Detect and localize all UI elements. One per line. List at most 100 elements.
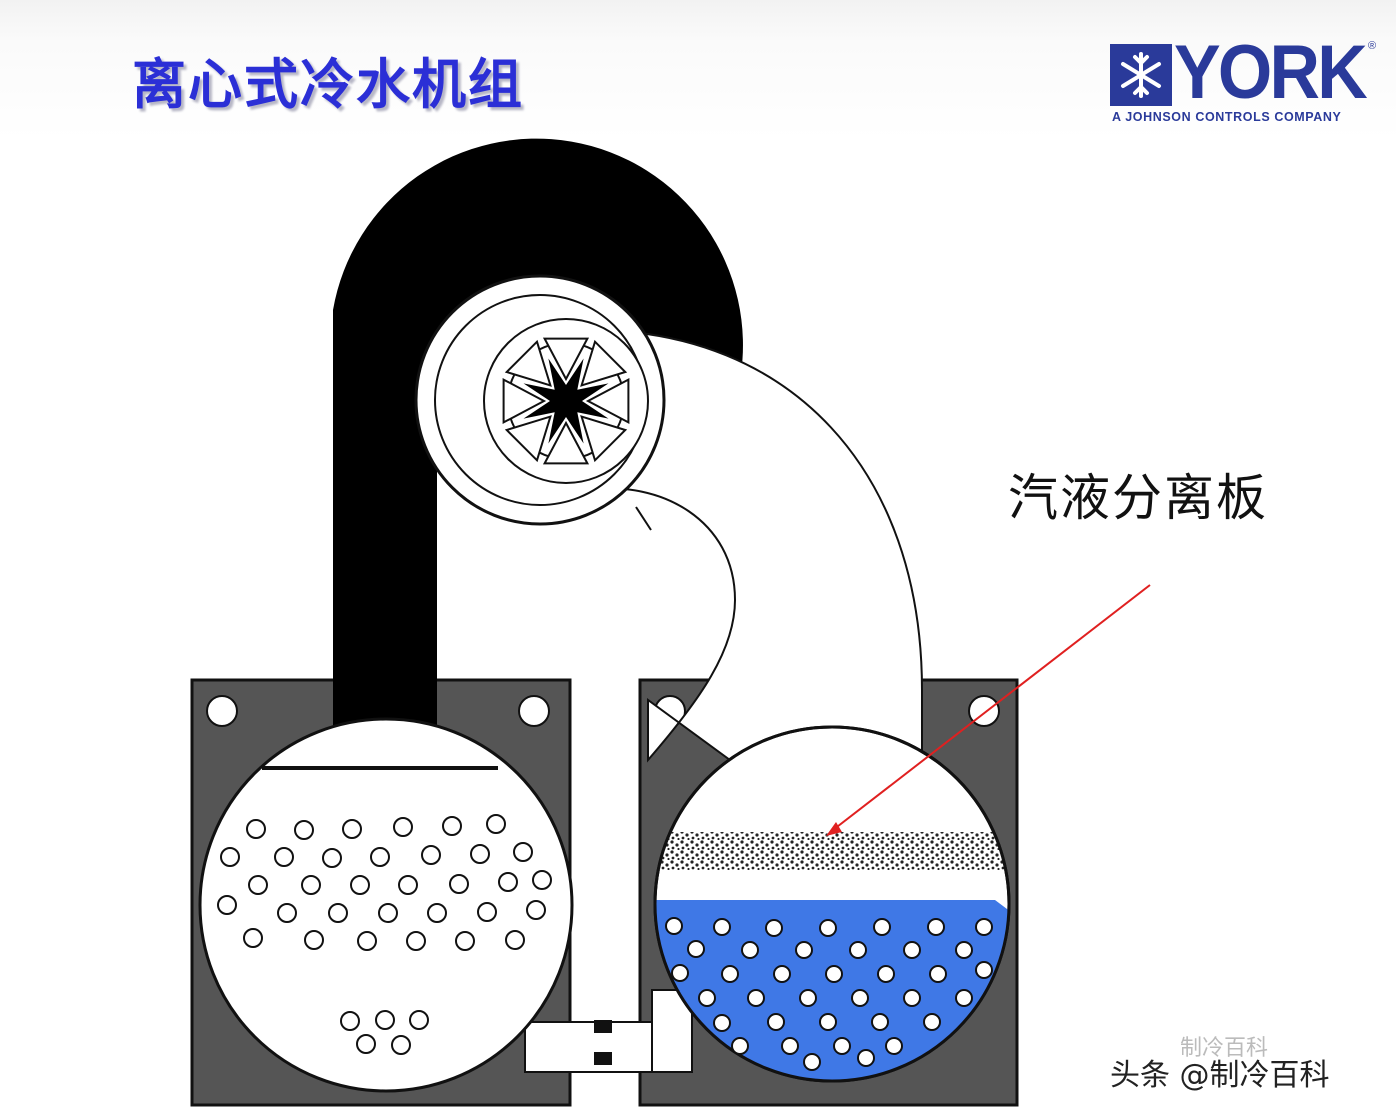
condenser-tubes [217,814,552,951]
condenser-tube [220,847,240,867]
condenser-tube [486,814,506,834]
evaporator-tube [871,1013,889,1031]
evaporator-tube [781,1037,799,1055]
impeller-blades [523,358,609,444]
condenser-tube [505,930,525,950]
evaporator-tube [903,989,921,1007]
condenser-tube [526,900,546,920]
condenser-tube [427,903,447,923]
condenser-tube [498,872,518,892]
impeller-icon [502,337,630,465]
condenser-tube [378,903,398,923]
condenser-tube [274,847,294,867]
evaporator-tube [741,941,759,959]
evaporator-tube [721,965,739,983]
evaporator-tube [747,989,765,1007]
impeller-vane [542,337,590,382]
watermark-faint: 制冷百科 [1180,1036,1269,1061]
condenser-tube [393,817,413,837]
evaporator-tube [923,1013,941,1031]
condenser-tube [243,928,263,948]
evaporator-tube [955,989,973,1007]
snowflake-icon [1110,44,1172,106]
condenser-tube [217,895,237,915]
condenser-tube [246,819,266,839]
condenser-tube [356,1034,376,1054]
annotation-arrowhead [826,822,842,836]
evaporator-tubes [665,917,993,1071]
condenser-tube [340,1011,360,1031]
logo-wordmark: YORK [1174,30,1368,115]
evaporator-tube [849,941,867,959]
condenser-tube [304,930,324,950]
evaporator-tube [975,918,993,936]
separator-label: 汽液分离板 [1008,469,1268,527]
logo-tagline: A JOHNSON CONTROLS COMPANY [1112,110,1342,124]
condenser-tube [477,902,497,922]
evaporator-tube [773,965,791,983]
evaporator-tube [767,1013,785,1031]
slide-title: 离心式冷水机组 [132,53,524,116]
condenser-tube [455,931,475,951]
condenser-tube [513,842,533,862]
evaporator-tube [825,965,843,983]
evaporator-tube [665,917,683,935]
evaporator-tube [877,965,895,983]
evaporator-tube [873,918,891,936]
separator-plate [655,832,1009,870]
condenser-tube [350,875,370,895]
registered-mark: ® [1368,40,1377,52]
evaporator-tube [851,989,869,1007]
impeller-vane [580,415,628,463]
evaporator-tube [765,919,783,937]
condenser-tube [342,819,362,839]
bolt-hole [518,695,550,727]
evaporator-tube [929,965,947,983]
condenser-tube [328,903,348,923]
evaporator-tube [819,1013,837,1031]
condenser-tube [294,820,314,840]
condenser-tube [357,931,377,951]
condenser-tube [301,875,321,895]
evaporator-tube [975,961,993,979]
impeller-vane [502,377,547,425]
condenser-drain-tubes [340,1010,429,1055]
condenser-tube [406,931,426,951]
evaporator-tube [857,1049,875,1067]
condenser-tube [421,845,441,865]
evaporator-tube [903,941,921,959]
condenser-tube [449,874,469,894]
condenser-tube [375,1010,395,1030]
evaporator-tube [795,941,813,959]
bolt-hole [206,695,238,727]
expansion-pipe [524,989,693,1073]
condenser-tube [442,816,462,836]
condenser-tube [277,903,297,923]
evaporator-tube [687,940,705,958]
condenser-tube [409,1010,429,1030]
condenser-tube [322,848,342,868]
impeller-vane [504,415,552,463]
discharge-pipe [333,138,743,761]
evaporator-tube [671,964,689,982]
evaporator-tube [698,989,716,1007]
evaporator-tube [713,918,731,936]
evaporator-tube [833,1037,851,1055]
condenser-tube [398,875,418,895]
condenser-tube [248,875,268,895]
condenser-tube [470,844,490,864]
evaporator-tube [803,1053,821,1071]
watermark: 头条 @制冷百科 [1110,1058,1330,1093]
evaporator-tube [799,989,817,1007]
evaporator-tube [731,1037,749,1055]
evaporator-tube [955,941,973,959]
impeller-vane [542,420,590,465]
york-logo: YORK ® A JOHNSON CONTROLS COMPANY [1110,30,1380,130]
evaporator-tube [885,1037,903,1055]
impeller-vane [504,339,552,387]
evaporator-tube [927,918,945,936]
condenser-tube [532,870,552,890]
condenser-tube [391,1035,411,1055]
evaporator-tube [713,1014,731,1032]
